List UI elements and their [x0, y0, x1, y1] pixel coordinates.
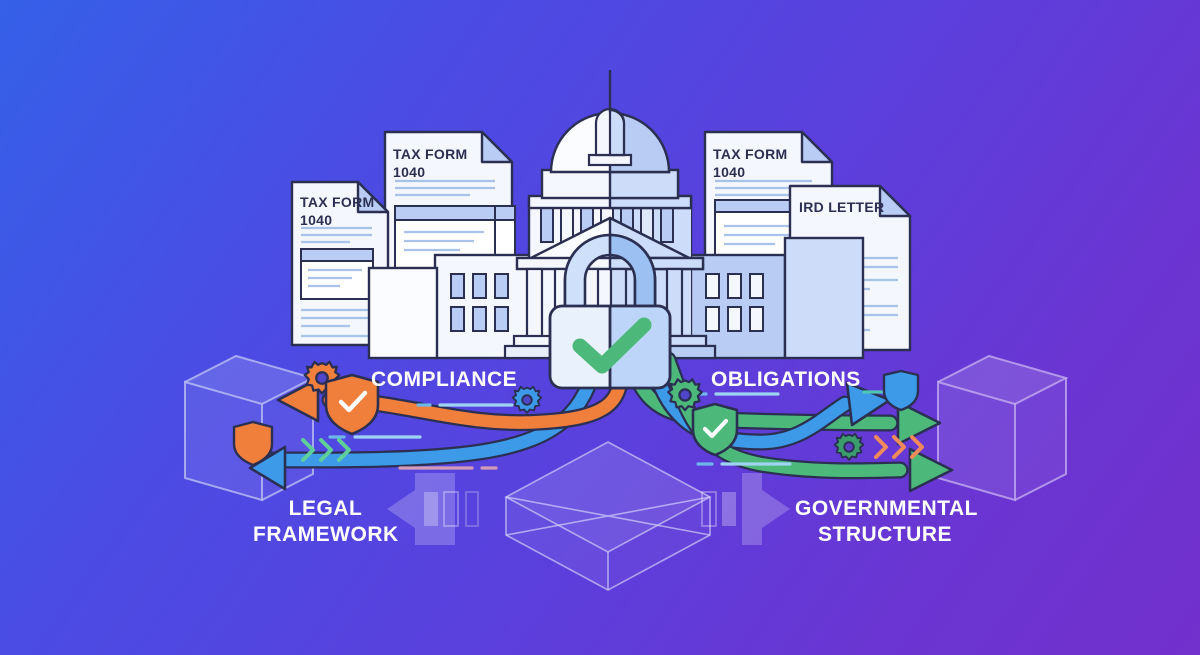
- obligations-label: OBLIGATIONS: [711, 368, 861, 391]
- shield-icon-left-small: [232, 420, 274, 467]
- center-wireframe-box: [504, 441, 712, 591]
- compliance-label: COMPLIANCE: [371, 368, 518, 391]
- gear-icon-center-green: [667, 378, 703, 412]
- right-wing-windows: [705, 273, 764, 332]
- flow-compliance-orange: [276, 351, 630, 432]
- decorative-dashes: [328, 390, 886, 470]
- legal-framework-label: LEGAL FRAMEWORK: [253, 497, 399, 546]
- shield-icon-right-small: [882, 369, 920, 412]
- arrow-left-bar-1: [424, 492, 438, 526]
- document-tax-form-front-left: [290, 180, 390, 347]
- document-title-tax-form-front-left: TAX FORM 1040: [300, 194, 375, 228]
- shield-check-icon-left: [324, 373, 380, 436]
- arrow-right-bar-2: [701, 491, 717, 527]
- arrow-left-icon: [387, 473, 455, 545]
- governmental-structure-label: GOVERNMENTAL STRUCTURE: [795, 497, 978, 546]
- chevrons-right-icon-left: [301, 438, 351, 462]
- gear-icon-right-green: [833, 432, 865, 461]
- capitol-building: [367, 70, 865, 360]
- left-wing-windows: [450, 273, 509, 332]
- arrow-right-bar-1: [722, 492, 736, 526]
- document-title-tax-form-back-left: TAX FORM 1040: [393, 146, 468, 180]
- doc-lines: [395, 179, 495, 197]
- arrow-left-bar-3: [465, 491, 479, 527]
- document-title-tax-form-back-right: TAX FORM 1040: [713, 146, 788, 180]
- gear-icon-center-blue: [511, 385, 543, 414]
- document-title-ird-letter: IRD LETTER: [799, 199, 885, 215]
- lock-icon: [548, 233, 672, 390]
- check-icon: [572, 317, 652, 374]
- flow-compliance-blue: [248, 351, 605, 491]
- flow-obligations-blue: [643, 351, 892, 451]
- right-wireframe-cube: [937, 354, 1069, 502]
- shield-check-icon-right: [691, 402, 739, 457]
- arrow-left-bar-2: [443, 491, 459, 527]
- chevrons-right-icon-right: [874, 435, 924, 459]
- arrow-right-icon: [742, 473, 790, 545]
